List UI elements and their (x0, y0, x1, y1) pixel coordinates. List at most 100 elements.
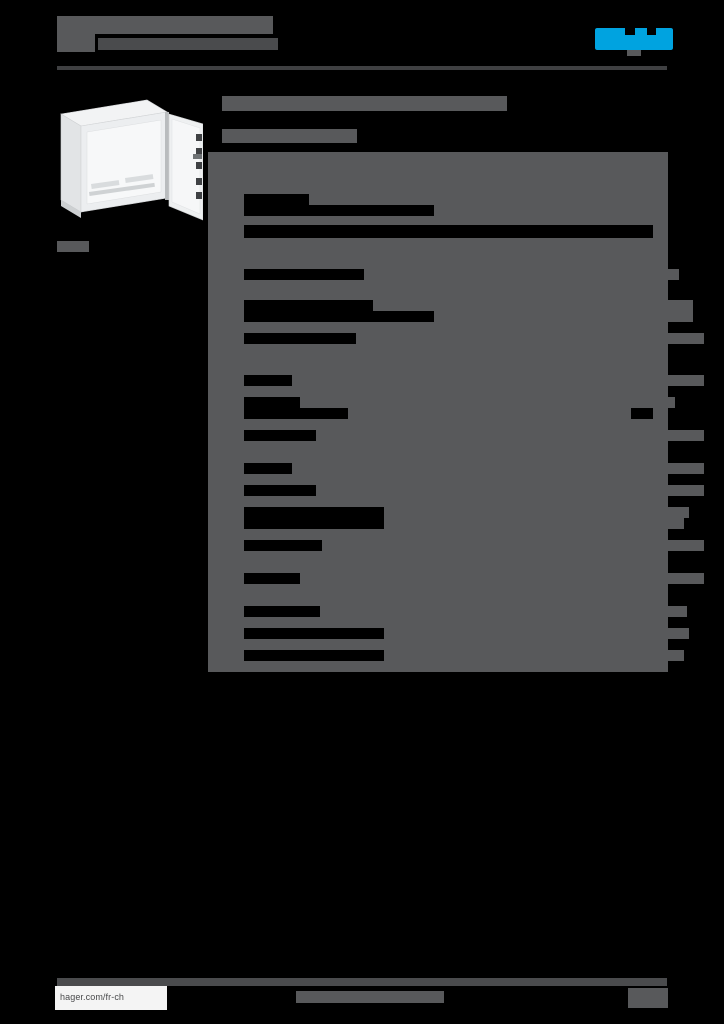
table-cell-value (384, 650, 684, 661)
table-cell-trailing (653, 606, 668, 617)
logo-notch2-icon (647, 28, 656, 35)
table-row (208, 452, 668, 463)
table-cell-value (316, 430, 704, 441)
table-cell-trailing (653, 225, 668, 238)
table-cell-value (434, 311, 693, 322)
table-cell-value (292, 463, 704, 474)
product-title (222, 96, 507, 111)
product-image (55, 92, 204, 232)
product-subtitle (222, 129, 357, 143)
table-cell-property (208, 269, 244, 280)
table-row (208, 333, 704, 344)
table-cell-property (208, 194, 244, 205)
table-cell-value (316, 485, 704, 496)
table-cell-property (208, 300, 244, 311)
table-cell-trailing (653, 194, 668, 205)
table-row (208, 661, 668, 672)
table-row (208, 584, 668, 595)
table-row (208, 300, 693, 311)
table-row (208, 172, 668, 183)
table-row (208, 375, 704, 386)
footer-page-number (628, 988, 668, 1008)
table-cell-trailing (653, 333, 668, 344)
table-row (208, 617, 668, 628)
table-cell-value (300, 573, 704, 584)
table-row (208, 463, 704, 474)
table-row (208, 161, 668, 172)
table-cell-trailing (653, 463, 668, 474)
table-cell-property (208, 573, 244, 584)
footer-url-box[interactable]: hager.com/fr-ch (55, 986, 167, 1010)
table-row (208, 529, 668, 540)
table-cell-property (208, 225, 244, 238)
table-row (208, 258, 668, 269)
table-cell-property (208, 397, 244, 408)
table-cell-value (320, 606, 687, 617)
table-row (208, 311, 693, 322)
table-row (208, 430, 704, 441)
table-row (208, 650, 684, 661)
table-cell-value (384, 628, 689, 639)
table-cell-value (292, 375, 704, 386)
table-cell-property (208, 463, 244, 474)
table-cell-value (356, 333, 704, 344)
table-row (208, 344, 668, 353)
table-cell-property (208, 485, 244, 496)
table-row (208, 238, 668, 247)
table-row (208, 606, 687, 617)
enclosure-illustration (60, 99, 204, 221)
table-row (208, 628, 689, 639)
table-cell-property (208, 606, 244, 617)
table-cell-value (434, 205, 661, 216)
table-cell-value (384, 507, 689, 518)
table-cell-property (208, 408, 244, 419)
table-cell-trailing (653, 311, 668, 322)
table-cell-trailing (653, 507, 668, 518)
table-cell-property (208, 628, 244, 639)
table-cell-trailing (653, 205, 668, 216)
table-row (208, 152, 668, 161)
table-row (208, 551, 668, 562)
table-row (208, 474, 668, 485)
table-row (208, 518, 684, 529)
footer-url[interactable]: hager.com/fr-ch (60, 992, 125, 1002)
header-title-line-2 (57, 34, 95, 52)
header-divider (57, 66, 667, 70)
table-row (208, 216, 668, 225)
specification-table (208, 152, 704, 672)
table-row (208, 408, 668, 419)
table-cell-trailing (653, 397, 668, 408)
table-cell-trailing (653, 485, 668, 496)
table-row (208, 573, 704, 584)
table-row (208, 386, 668, 397)
table-row (208, 540, 704, 551)
table-cell-trailing (653, 650, 668, 661)
header-title-line-1 (57, 16, 273, 34)
table-row (208, 639, 668, 650)
table-row (208, 595, 668, 606)
table-cell-property (208, 311, 244, 322)
table-row (208, 419, 668, 430)
table-row (208, 441, 668, 452)
table-row (208, 289, 668, 300)
footer-divider (57, 978, 667, 986)
table-cell-trailing (653, 573, 668, 584)
table-cell-trailing (653, 269, 668, 280)
table-cell-property (208, 650, 244, 661)
table-row (208, 183, 668, 194)
table-cell-property (208, 375, 244, 386)
table-cell-trailing (653, 375, 668, 386)
table-cell-trailing (653, 518, 668, 529)
table-row (208, 205, 668, 216)
table-row (208, 194, 668, 205)
table-row (208, 280, 668, 289)
table-cell-property (208, 507, 244, 518)
table-row (208, 496, 668, 507)
table-row (208, 247, 668, 258)
table-cell-value (300, 397, 675, 408)
table-cell-value (309, 194, 661, 205)
header-subtitle (98, 38, 278, 50)
table-cell-trailing (653, 540, 668, 551)
